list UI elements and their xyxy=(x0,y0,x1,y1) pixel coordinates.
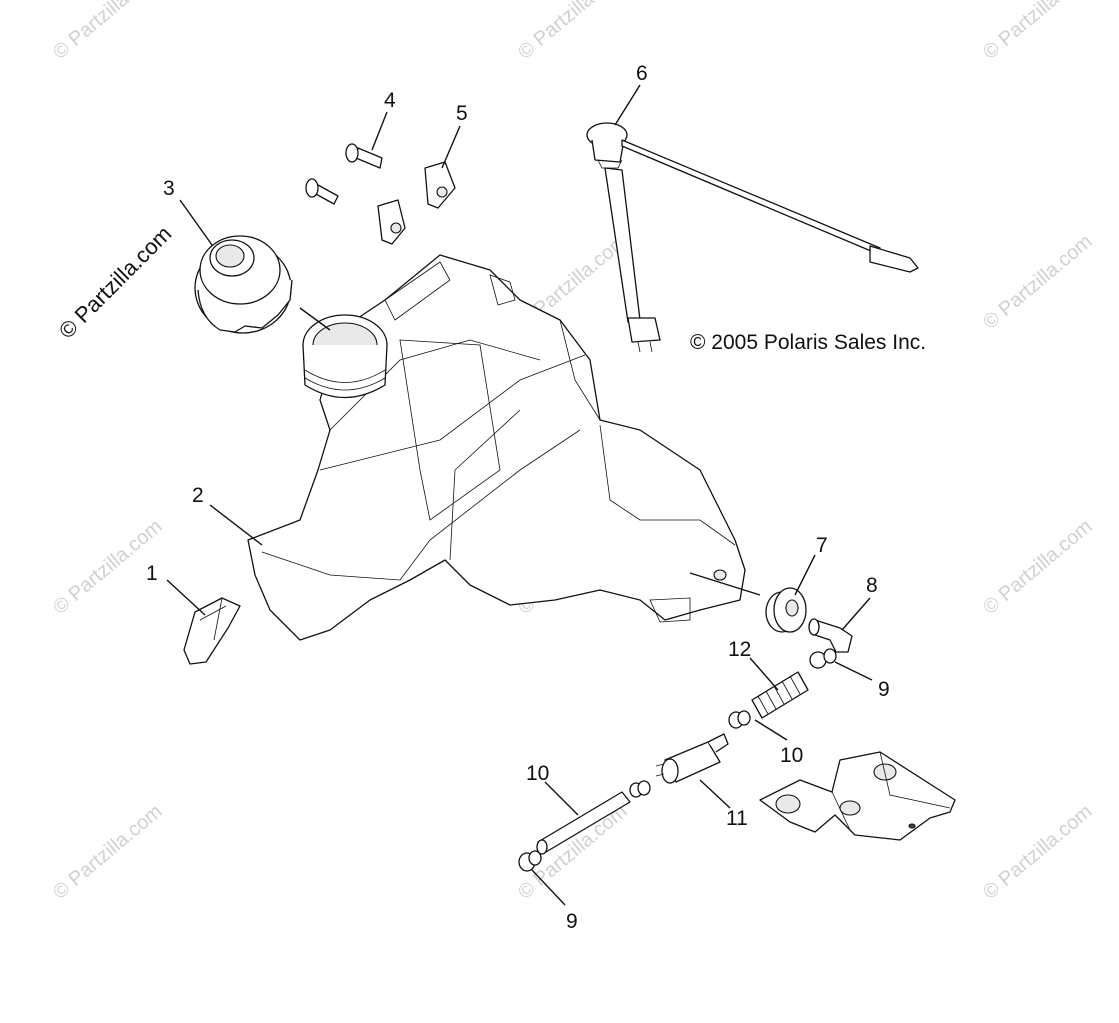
watermark: © Partzilla.com xyxy=(979,0,1096,64)
part-7-grommet xyxy=(765,587,807,633)
callout-8: 8 xyxy=(866,574,878,597)
part-10-clamp-small xyxy=(728,710,751,729)
part-2-fuel-tank xyxy=(247,254,746,641)
part-11-fuel-filter xyxy=(629,733,729,798)
watermark: © Partzilla.com xyxy=(514,0,631,64)
watermark: © Partzilla.com xyxy=(979,515,1096,618)
callout-11: 11 xyxy=(726,807,748,830)
callouts: 1 2 3 4 5 6 7 8 9 12 10 11 10 9 xyxy=(146,62,890,933)
callout-3: 3 xyxy=(163,177,175,200)
leader-lines xyxy=(166,84,873,906)
watermark: © Partzilla.com xyxy=(979,230,1096,333)
callout-4: 4 xyxy=(384,89,396,112)
watermark: © Partzilla.com xyxy=(979,800,1096,903)
watermark: © Partzilla.com xyxy=(49,800,166,903)
callout-5: 5 xyxy=(456,102,468,125)
callout-2: 2 xyxy=(192,484,204,507)
part-4-pins xyxy=(305,143,383,205)
part-9-clamp-lower xyxy=(518,850,542,872)
callout-7: 7 xyxy=(816,534,828,557)
watermark-dark: © Partzilla.com xyxy=(54,221,177,344)
part-8-elbow-fitting xyxy=(808,618,853,653)
callout-10-lower: 10 xyxy=(526,762,549,785)
part-12-spring xyxy=(751,671,809,719)
callout-9-upper: 9 xyxy=(878,678,890,701)
part-3-fuel-cap xyxy=(194,235,293,334)
callout-9-lower: 9 xyxy=(566,910,578,933)
copyright-text: © 2005 Polaris Sales Inc. xyxy=(690,331,926,354)
part-9-clamp-upper xyxy=(809,648,837,669)
callout-1: 1 xyxy=(146,562,158,585)
part-1-clip xyxy=(183,597,241,665)
mounting-bracket xyxy=(759,751,956,841)
watermark: © Partzilla.com xyxy=(49,0,166,64)
callout-6: 6 xyxy=(636,62,648,85)
callout-10-upper: 10 xyxy=(780,744,803,767)
callout-12: 12 xyxy=(728,638,751,661)
part-10-hose xyxy=(536,791,631,855)
part-6-fuel-sender xyxy=(586,122,919,353)
part-5-clip-nuts xyxy=(377,161,456,245)
